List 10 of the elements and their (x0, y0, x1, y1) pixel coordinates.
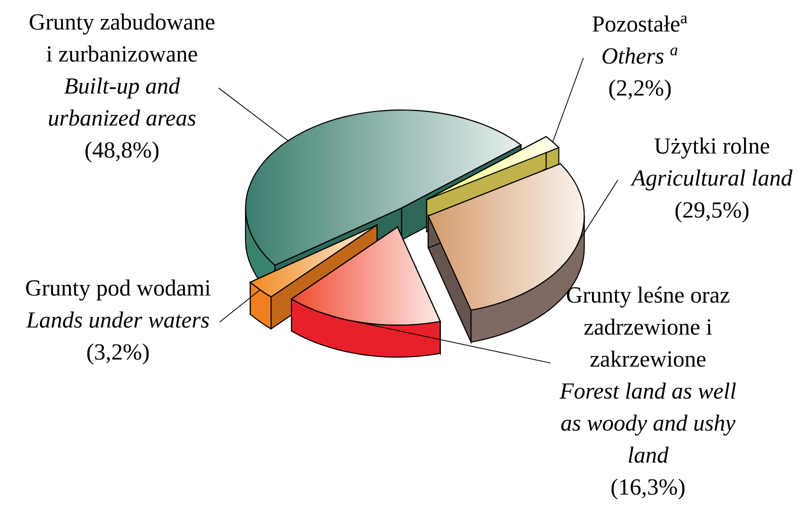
slice-label: Grunty leśne oraz zadrzewione i zakrzewione Forest land as well as woody and ushy land (16,3%) (560, 286, 736, 500)
leader-line (353, 320, 551, 364)
leader-line (218, 88, 288, 141)
leader-line (552, 58, 584, 142)
leader-line (219, 290, 260, 322)
slice-label: Pozostałe$^{a}$ Others $^{a}$ (2,2%) (592, 16, 688, 100)
slice-label: Grunty zabudowane i zurbanizowane Built-up and urbanized areas (48,8%) (30, 14, 214, 162)
slice-label: Użytki rolne Agricultural land (29,5%) (630, 138, 792, 222)
slice-label: Grunty pod wodami Lands under waters (3,2%) (26, 280, 210, 364)
leader-line (579, 180, 618, 241)
